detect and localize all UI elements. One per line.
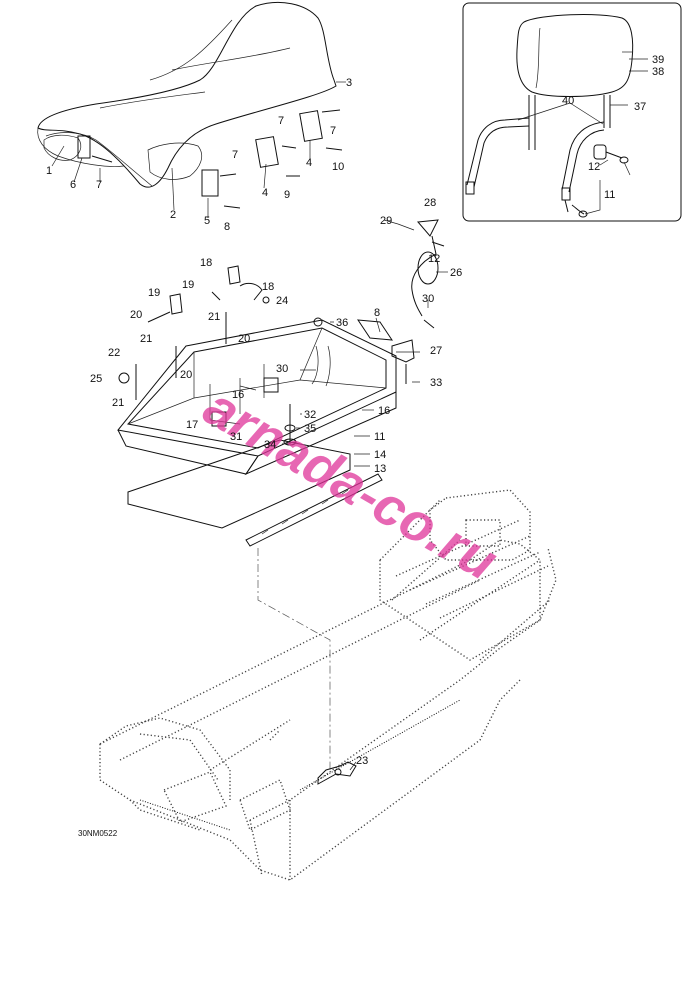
callout-12-b: 9 xyxy=(284,189,290,201)
callout-22: 24 xyxy=(276,295,288,307)
chassis-frame xyxy=(99,489,557,881)
callout-labels: 3 1 6 7 2 5 8 7 4 9 7 4 7 10 39 38 40 37… xyxy=(46,54,664,767)
callout-18-b: 19 xyxy=(148,287,160,299)
callout-17: 18 xyxy=(262,281,274,293)
callout-6: 6 xyxy=(70,179,76,191)
callout-23: 25 xyxy=(90,373,102,385)
backrest-inset xyxy=(462,2,682,222)
callout-7-b: 7 xyxy=(232,149,238,161)
callout-21-a: 21 xyxy=(208,311,220,323)
callout-25: 26 xyxy=(450,267,462,279)
callout-18-a: 18 xyxy=(200,257,212,269)
callout-12-a: 8 xyxy=(224,221,230,233)
callout-2: 2 xyxy=(170,209,176,221)
callout-4-a: 4 xyxy=(262,187,268,199)
callout-35: 36 xyxy=(336,317,348,329)
callout-7-d: 7 xyxy=(330,125,336,137)
assembly-axis-line xyxy=(257,548,331,770)
callout-19-a: 19 xyxy=(182,279,194,291)
callout-29: 30 xyxy=(422,293,434,305)
callout-26: 27 xyxy=(430,345,442,357)
callout-12-c: 10 xyxy=(332,161,344,173)
callout-9: 11 xyxy=(604,189,615,201)
seat-assembly xyxy=(37,1,346,218)
callout-20-b: 20 xyxy=(180,369,192,381)
callout-21-c: 22 xyxy=(108,347,120,359)
callout-28: 29 xyxy=(380,215,392,227)
callout-5: 5 xyxy=(204,215,210,227)
callout-4-b: 4 xyxy=(306,157,312,169)
callout-8-visible: 8 xyxy=(374,307,380,319)
callout-13: 13 xyxy=(374,463,386,475)
watermark-text: arnada-co.ru xyxy=(194,376,507,592)
callout-15: 16 xyxy=(378,405,390,417)
callout-31: 32 xyxy=(304,409,316,421)
callout-27: 28 xyxy=(424,197,436,209)
callout-21-b: 21 xyxy=(140,333,152,345)
callout-33: 34 xyxy=(264,439,276,451)
callout-1: 1 xyxy=(46,165,52,177)
storage-box xyxy=(117,265,420,547)
callout-11-visible: 11 xyxy=(374,431,385,443)
callout-10: 12 xyxy=(588,161,600,173)
callout-7-c: 7 xyxy=(278,115,284,127)
callout-24: 23 xyxy=(356,755,368,767)
callout-30-b: 31 xyxy=(230,431,242,443)
callout-14: 14 xyxy=(374,449,386,461)
callout-7-a: 7 xyxy=(96,179,102,191)
callout-20-a: 20 xyxy=(238,333,250,345)
callout-19-b: 20 xyxy=(130,309,142,321)
callout-16-a: 16 xyxy=(232,389,244,401)
strap-assembly xyxy=(383,219,448,329)
callout-12-strap: 12 xyxy=(428,253,440,265)
callout-30-a: 30 xyxy=(276,363,288,375)
callout-39: 40 xyxy=(562,95,574,107)
callout-37: 38 xyxy=(652,66,664,78)
callout-36: 37 xyxy=(634,101,646,113)
drawing-code: 30NM0522 xyxy=(78,829,118,838)
callout-20-c: 21 xyxy=(112,397,124,409)
callout-34: 35 xyxy=(304,423,316,435)
callout-38: 39 xyxy=(652,54,664,66)
callout-32: 33 xyxy=(430,377,442,389)
callout-16-b: 17 xyxy=(186,419,198,431)
callout-3: 3 xyxy=(346,77,352,89)
